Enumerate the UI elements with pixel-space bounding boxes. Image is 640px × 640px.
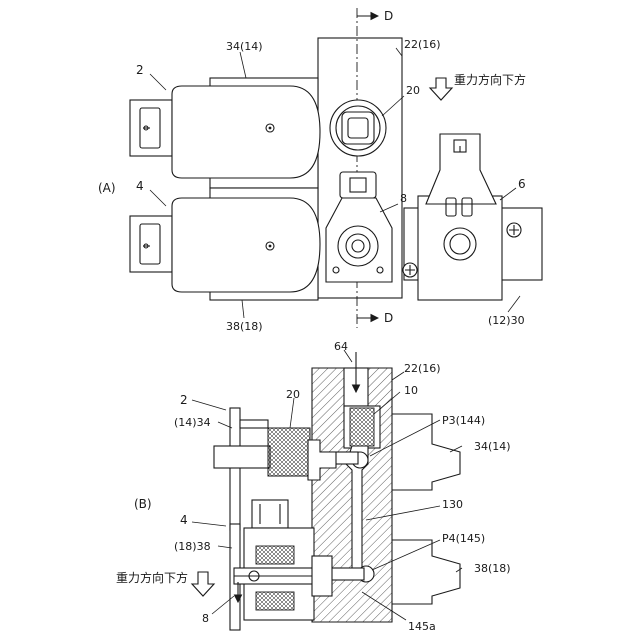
valve-10 xyxy=(350,408,374,446)
view-b-label: (B) xyxy=(134,497,152,511)
unit-6-stem xyxy=(426,134,496,204)
sensor-20-section xyxy=(268,428,310,476)
connector-8 xyxy=(340,172,376,198)
coil-lower xyxy=(256,592,294,610)
label-8-b: 8 xyxy=(202,612,209,625)
label-34-b: 34(14) xyxy=(474,440,511,453)
label-2-b: 2 xyxy=(180,393,188,407)
label-130-b: 130 xyxy=(442,498,463,511)
valve-4-body xyxy=(172,198,320,292)
gravity-arrow-a xyxy=(430,78,452,100)
label-4-b: 4 xyxy=(180,513,188,527)
label-20-a: 20 xyxy=(406,84,420,97)
label-12-30-a: (12)30 xyxy=(488,314,525,327)
label-145a-b: 145a xyxy=(408,620,436,633)
label-64-b: 64 xyxy=(334,340,348,353)
label-4-a: 4 xyxy=(136,179,144,193)
label-38-b: 38(18) xyxy=(474,562,511,575)
gravity-arrow-b xyxy=(192,572,214,596)
label-14-34-b: (14)34 xyxy=(174,416,211,429)
section-mark-bottom: D xyxy=(384,311,393,325)
label-p3-b: P3(144) xyxy=(442,414,485,427)
label-p4-b: P4(145) xyxy=(442,532,485,545)
label-8-a: 8 xyxy=(400,192,407,205)
label-18-38-b: (18)38 xyxy=(174,540,211,553)
label-2-a: 2 xyxy=(136,63,144,77)
view-b: 重力方向下方 (B) 64 22(16) 10 2 (14)34 20 xyxy=(116,340,511,633)
label-10-b: 10 xyxy=(404,384,418,397)
view-a-label: (A) xyxy=(98,181,116,195)
label-22-a: 22(16) xyxy=(404,38,441,51)
valve-2-body xyxy=(172,86,320,178)
label-34-a: 34(14) xyxy=(226,40,263,53)
gravity-text-b: 重力方向下方 xyxy=(116,570,188,585)
coil-upper xyxy=(256,546,294,564)
section-mark-top: D xyxy=(384,9,393,23)
label-6-a: 6 xyxy=(518,177,526,191)
view-a: 重力方向下方 (A) D D 2 4 34(14) 22(16) 20 8 6 … xyxy=(98,8,542,333)
label-22-b: 22(16) xyxy=(404,362,441,375)
label-20-b: 20 xyxy=(286,388,300,401)
gravity-text-a: 重力方向下方 xyxy=(454,72,526,87)
label-38-a: 38(18) xyxy=(226,320,263,333)
